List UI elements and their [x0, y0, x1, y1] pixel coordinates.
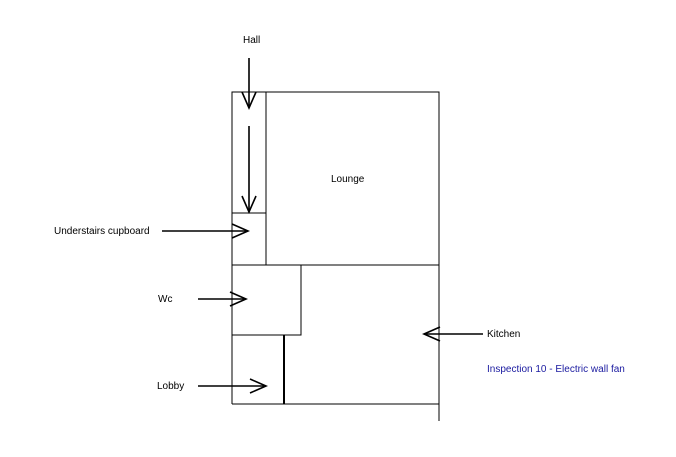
wc-label: Wc — [158, 294, 172, 305]
arrows — [162, 58, 483, 394]
hall-arrow — [241, 58, 257, 110]
kitchen-arrow — [422, 326, 483, 342]
lounge-label: Lounge — [331, 174, 365, 185]
lobby-label: Lobby — [157, 381, 184, 392]
walls — [231, 91, 440, 421]
inspection-note: Inspection 10 - Electric wall fan — [487, 364, 625, 375]
wc-outline — [231, 264, 302, 336]
hall-inner-arrow — [241, 126, 257, 214]
kitchen-label: Kitchen — [487, 329, 520, 340]
understairs-arrow — [162, 223, 250, 239]
lounge-outline — [265, 91, 440, 266]
hall-label: Hall — [243, 35, 260, 46]
understairs-label: Understairs cupboard — [54, 226, 150, 237]
lobby-arrow — [198, 378, 268, 394]
wc-arrow — [198, 291, 248, 307]
labels: Hall Lounge Understairs cupboard Wc Kitc… — [54, 35, 625, 392]
